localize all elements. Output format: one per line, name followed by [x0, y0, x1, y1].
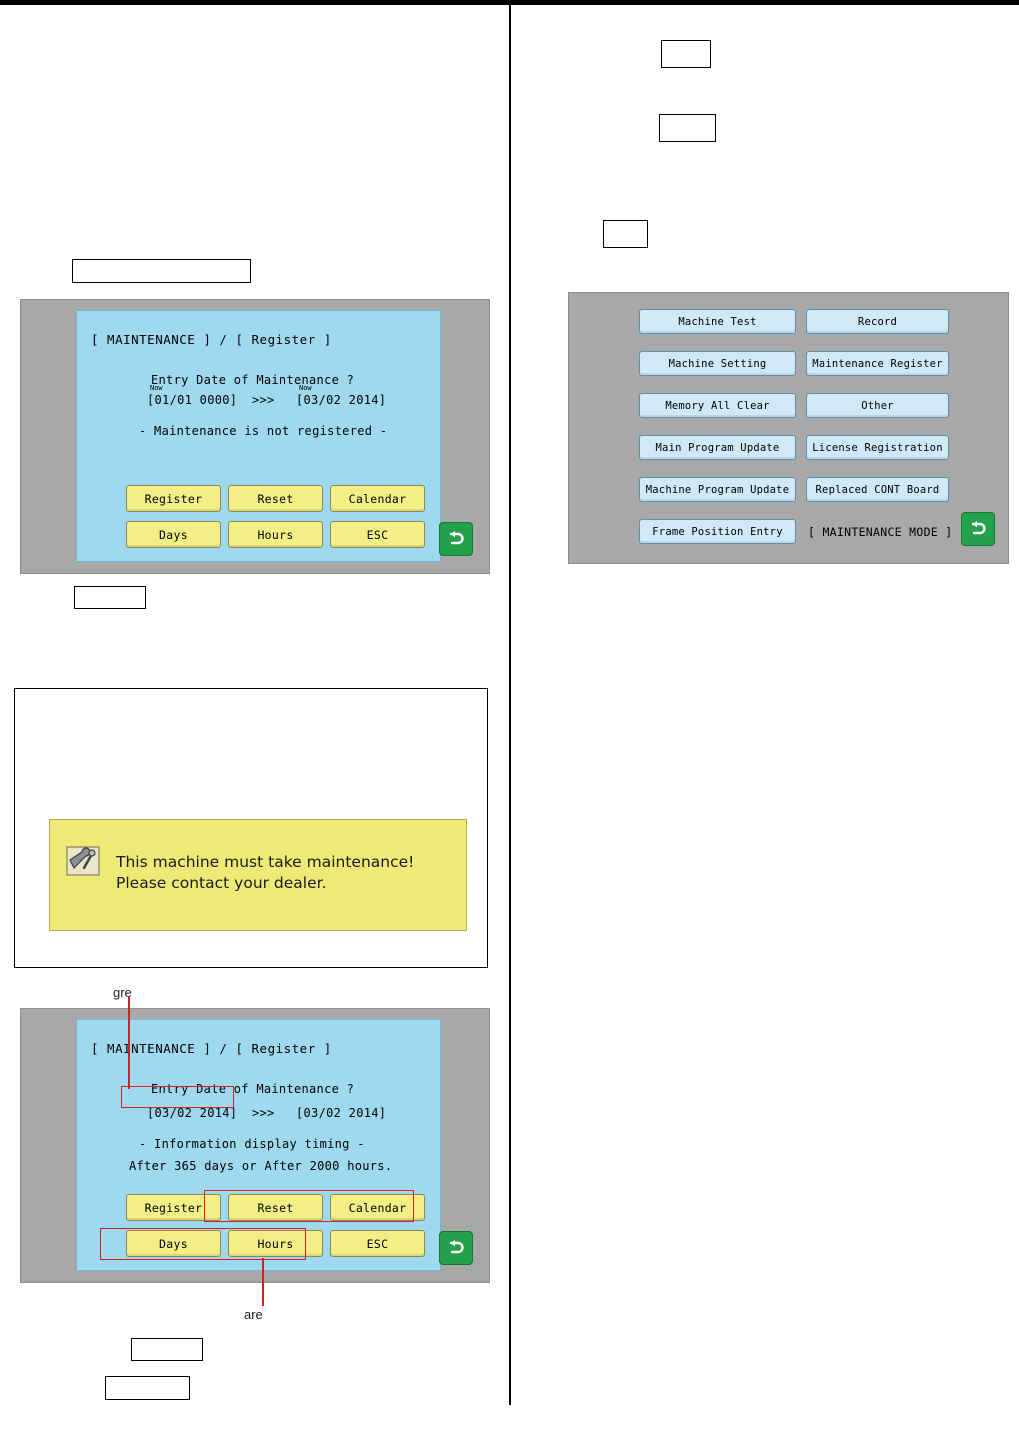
- date-to-value-2: [03/02 2014]: [296, 1106, 387, 1120]
- esc-button[interactable]: ESC: [330, 521, 425, 548]
- machine-test-button[interactable]: Machine Test: [639, 309, 796, 334]
- tools-wrench-icon: [66, 846, 100, 876]
- date-from-value: [01/01 0000]: [147, 393, 238, 407]
- callout-line-bottom: [262, 1258, 264, 1306]
- return-arrow-icon[interactable]: [439, 522, 473, 556]
- maintenance-warning-figure: This machine must take maintenance! Plea…: [14, 688, 488, 968]
- callout-bottom-label: are: [244, 1307, 263, 1322]
- maintenance-mode-screen: Machine Test Machine Setting Memory All …: [568, 292, 1009, 564]
- replaced-cont-board-button[interactable]: Replaced CONT Board: [806, 477, 949, 502]
- highlight-date-field: [121, 1086, 234, 1108]
- highlight-days-hours-buttons: [100, 1228, 306, 1260]
- maintenance-mode-label: [ MAINTENANCE MODE ]: [808, 525, 953, 539]
- screen-title-2: [ MAINTENANCE ] / [ Register ]: [91, 1041, 332, 1056]
- maintenance-register-screen-initial: [ MAINTENANCE ] / [ Register ] Entry Dat…: [20, 299, 490, 574]
- maintenance-warning-dialog: This machine must take maintenance! Plea…: [49, 819, 467, 931]
- return-arrow-icon-2[interactable]: [439, 1231, 473, 1265]
- maintenance-register-screen-registered: [ MAINTENANCE ] / [ Register ] Entry Dat…: [20, 1008, 490, 1283]
- calendar-button[interactable]: Calendar: [330, 485, 425, 512]
- lcd-display-area-2: [ MAINTENANCE ] / [ Register ] Entry Dat…: [76, 1019, 441, 1271]
- register-button[interactable]: Register: [126, 485, 221, 512]
- caption-box-top: [72, 259, 251, 283]
- column-divider: [509, 5, 511, 1405]
- lcd-display-area: [ MAINTENANCE ] / [ Register ] Entry Dat…: [76, 310, 441, 562]
- days-button[interactable]: Days: [126, 521, 221, 548]
- info-timing-detail: After 365 days or After 2000 hours.: [129, 1159, 393, 1173]
- frame-position-entry-button[interactable]: Frame Position Entry: [639, 519, 796, 544]
- date-to-value: [03/02 2014]: [296, 393, 387, 407]
- screen-title: [ MAINTENANCE ] / [ Register ]: [91, 332, 332, 347]
- caption-box-right-3: [603, 220, 648, 248]
- caption-box-below-first-screen: [74, 586, 146, 609]
- reset-button[interactable]: Reset: [228, 485, 323, 512]
- prompt-text: Entry Date of Maintenance ?: [151, 373, 355, 387]
- esc-button-2[interactable]: ESC: [330, 1230, 425, 1257]
- caption-box-right-1: [661, 40, 711, 68]
- caption-box-bottom-2: [105, 1376, 190, 1400]
- now-label-right: Now: [299, 384, 312, 392]
- return-arrow-icon-3[interactable]: [961, 512, 995, 546]
- caption-box-bottom-1: [131, 1338, 203, 1361]
- hours-button[interactable]: Hours: [228, 521, 323, 548]
- days-button-2[interactable]: Days: [126, 1230, 221, 1257]
- date-arrow: >>>: [252, 393, 275, 407]
- calendar-button-2[interactable]: Calendar: [330, 1194, 425, 1221]
- callout-top-label: gre: [113, 985, 132, 1000]
- prompt-text-2: Entry Date of Maintenance ?: [151, 1082, 355, 1096]
- now-label-left: Now: [150, 384, 163, 392]
- callout-line-top: [128, 997, 130, 1089]
- license-registration-button[interactable]: License Registration: [806, 435, 949, 460]
- other-button[interactable]: Other: [806, 393, 949, 418]
- main-program-update-button[interactable]: Main Program Update: [639, 435, 796, 460]
- registration-status-text: - Maintenance is not registered -: [139, 424, 388, 438]
- memory-all-clear-button[interactable]: Memory All Clear: [639, 393, 796, 418]
- warning-message: This machine must take maintenance! Plea…: [116, 853, 415, 892]
- highlight-reset-calendar-buttons: [204, 1190, 414, 1222]
- machine-setting-button[interactable]: Machine Setting: [639, 351, 796, 376]
- register-button-2[interactable]: Register: [126, 1194, 221, 1221]
- date-from-value-2: [03/02 2014]: [147, 1106, 238, 1120]
- page-top-rule: [0, 0, 1019, 5]
- info-timing-title: - Information display timing -: [139, 1137, 365, 1151]
- maintenance-register-button[interactable]: Maintenance Register: [806, 351, 949, 376]
- caption-box-right-2: [659, 114, 716, 142]
- machine-program-update-button[interactable]: Machine Program Update: [639, 477, 796, 502]
- reset-button-2[interactable]: Reset: [228, 1194, 323, 1221]
- date-arrow-2: >>>: [252, 1106, 275, 1120]
- record-button[interactable]: Record: [806, 309, 949, 334]
- hours-button-2[interactable]: Hours: [228, 1230, 323, 1257]
